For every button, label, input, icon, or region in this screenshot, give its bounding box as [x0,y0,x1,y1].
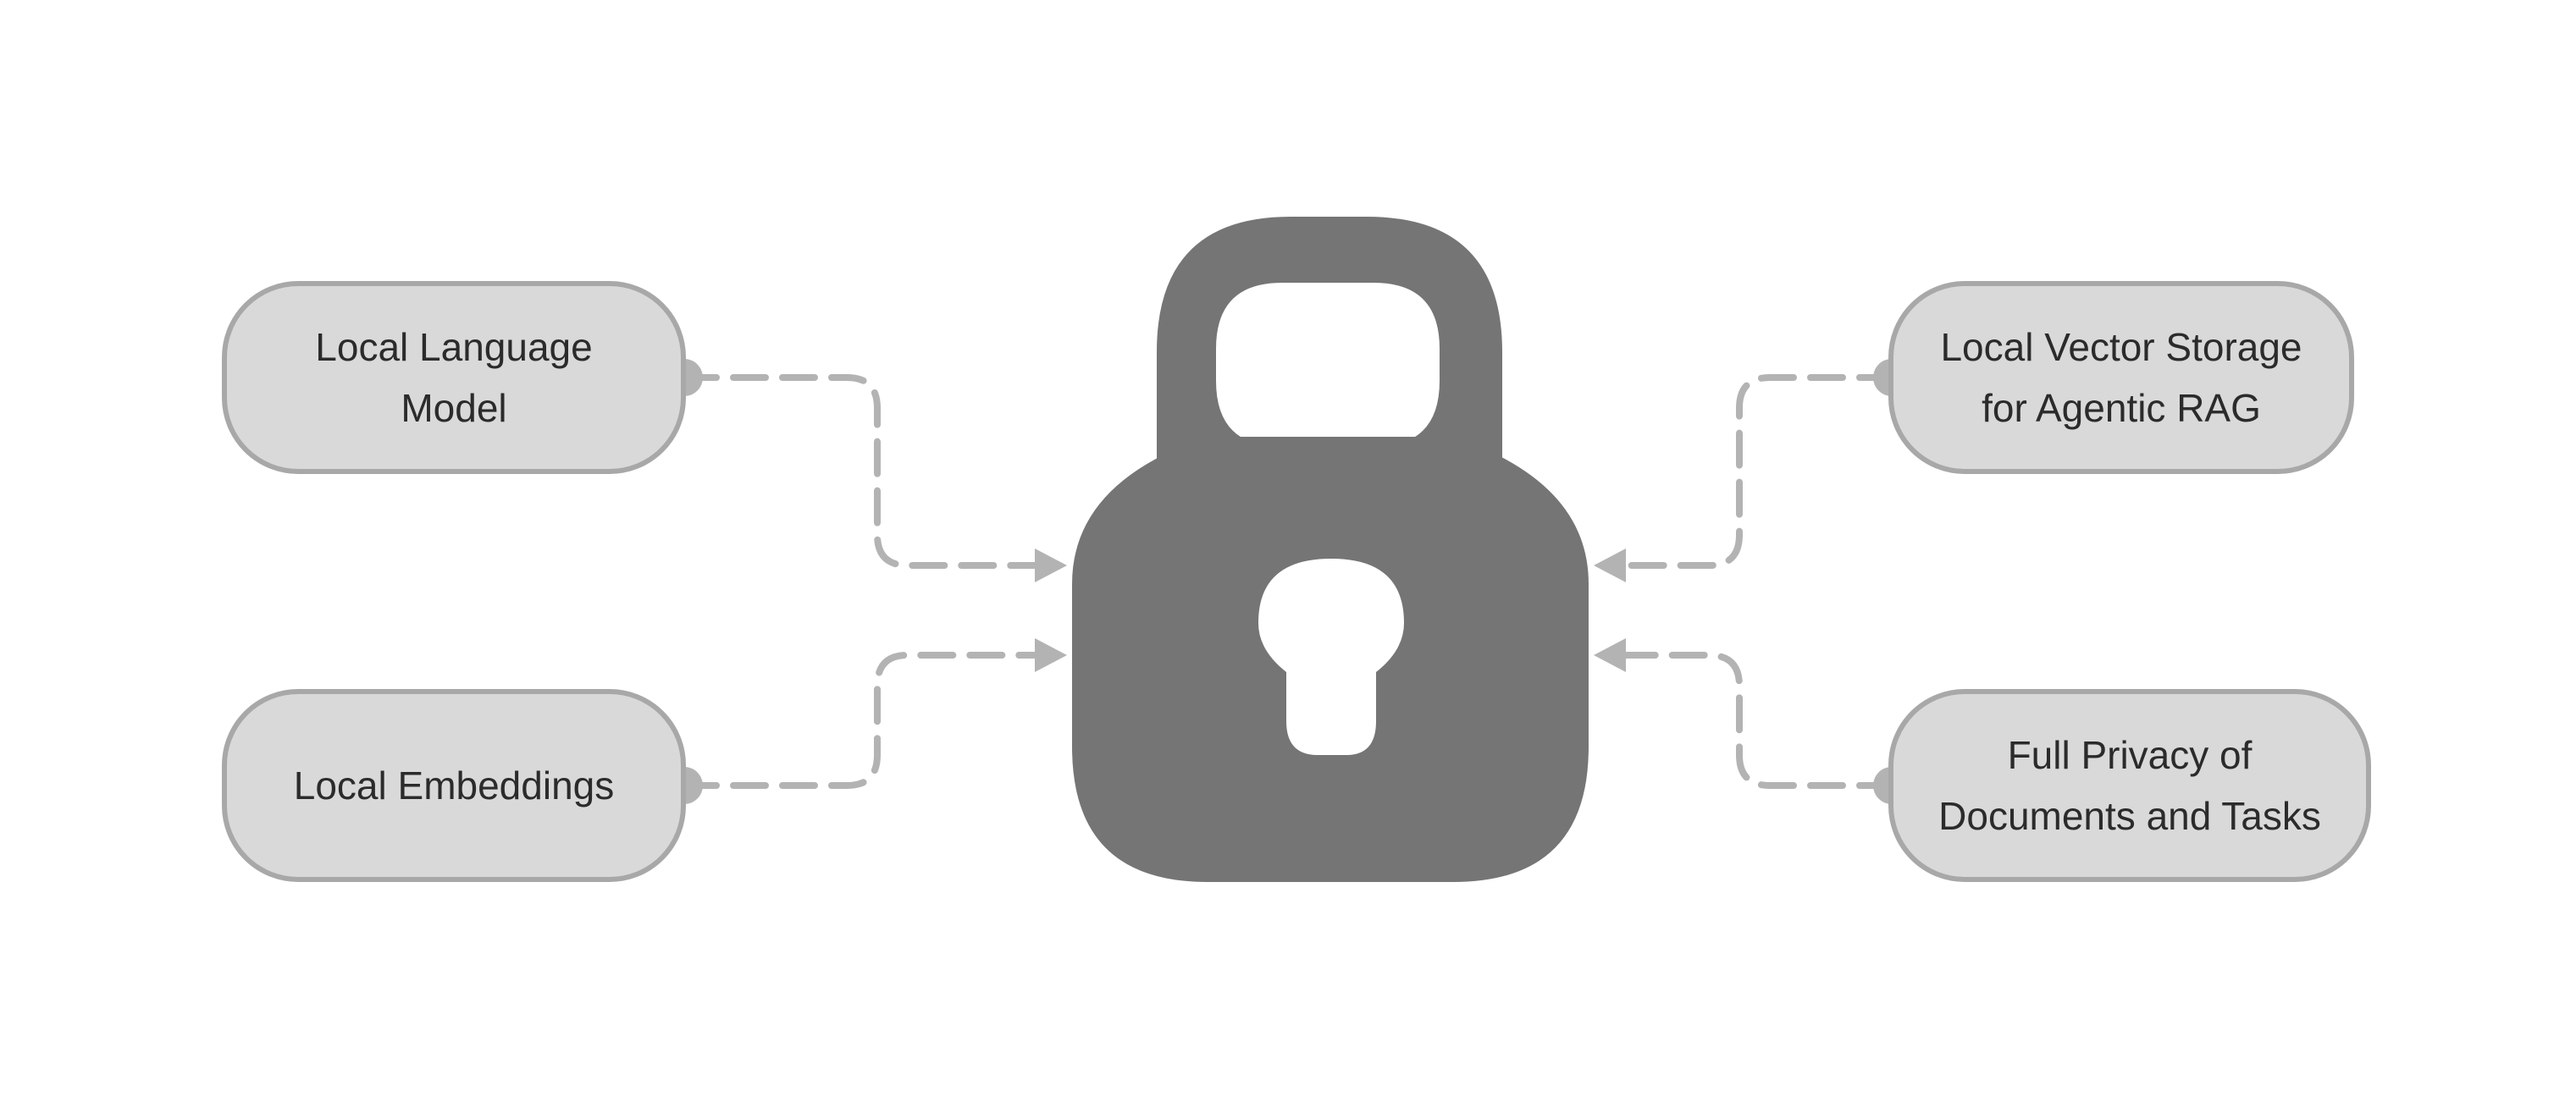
node-label-line: Local Embeddings [293,763,615,808]
connector-language-model [666,359,1067,582]
connector-privacy [1594,638,1910,804]
connector-vector-storage [1594,359,1910,582]
node-label-line: Local Language [315,325,593,369]
lock-icon [1072,217,1589,882]
connector-embeddings [666,638,1067,804]
node-label-line: Model [401,386,507,430]
node-local-language-model: Local Language Model [222,281,686,474]
node-label: Local Vector Storage for Agentic RAG [1940,317,2302,438]
node-local-vector-storage: Local Vector Storage for Agentic RAG [1888,281,2354,474]
node-local-embeddings: Local Embeddings [222,689,686,882]
node-label-line: for Agentic RAG [1982,386,2261,430]
node-label: Local Embeddings [294,755,614,816]
node-label: Local Language Model [315,317,592,438]
node-label-line: Full Privacy of [2007,733,2253,777]
node-label-line: Local Vector Storage [1940,325,2302,369]
node-label-line: Documents and Tasks [1938,794,2321,838]
node-label: Full Privacy of Documents and Tasks [1938,725,2321,846]
node-full-privacy: Full Privacy of Documents and Tasks [1888,689,2371,882]
